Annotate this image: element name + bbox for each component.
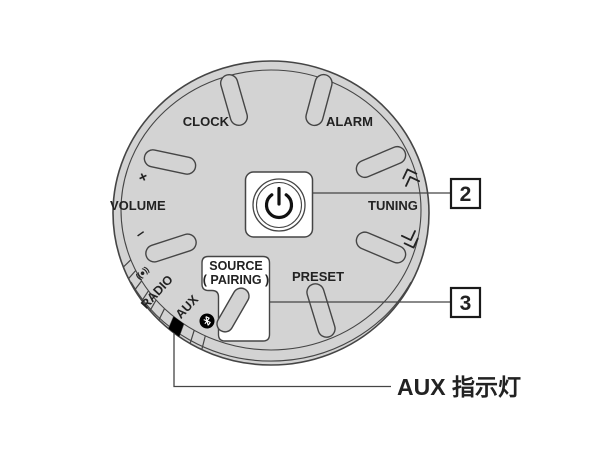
tuning-label: TUNING: [368, 198, 418, 213]
aux-indicator-callout-line: [173, 333, 391, 388]
alarm-button[interactable]: [304, 73, 334, 128]
clock-label: CLOCK: [183, 114, 230, 129]
source-label-line2: ( PAIRING ): [203, 273, 269, 287]
preset-button[interactable]: [305, 282, 337, 340]
dial-bottom-edge-arc: [130, 281, 412, 362]
source-pairing-button[interactable]: [214, 285, 252, 335]
callout-number-3: 3: [460, 292, 472, 315]
power-button-ring-inner: [255, 181, 303, 229]
aux-indicator-annotation: AUX 指示灯: [397, 374, 521, 400]
tuning-down-button[interactable]: [354, 230, 409, 266]
chevron-down-icon: [400, 230, 419, 249]
rim-tick-marks: [122, 259, 206, 350]
power-icon: [264, 186, 294, 220]
aux-indicator-light: [168, 316, 184, 337]
tick: [158, 308, 166, 321]
dial-inner-ring: [120, 69, 422, 351]
volume-down-button[interactable]: [144, 232, 199, 264]
tick: [189, 330, 195, 344]
tick: [128, 270, 137, 280]
tick: [201, 335, 206, 350]
tuning-up-button[interactable]: [354, 144, 409, 180]
chevron-up-icon: [402, 168, 421, 187]
volume-up-button[interactable]: [143, 148, 197, 175]
callout-box-3: 3: [449, 286, 482, 319]
tick: [149, 299, 157, 311]
callout-number-2: 2: [460, 183, 472, 206]
tick: [141, 290, 149, 302]
power-button-ring-outer: [252, 178, 306, 232]
clock-button[interactable]: [219, 73, 250, 128]
volume-label: VOLUME: [110, 198, 166, 213]
callout-box-2: 2: [449, 177, 482, 210]
source-label-line1: SOURCE: [209, 259, 262, 273]
preset-label: PRESET: [292, 269, 344, 284]
alarm-label: ALARM: [326, 114, 373, 129]
tick: [122, 259, 132, 268]
tick: [134, 280, 143, 291]
bluetooth-icon: [199, 313, 215, 329]
